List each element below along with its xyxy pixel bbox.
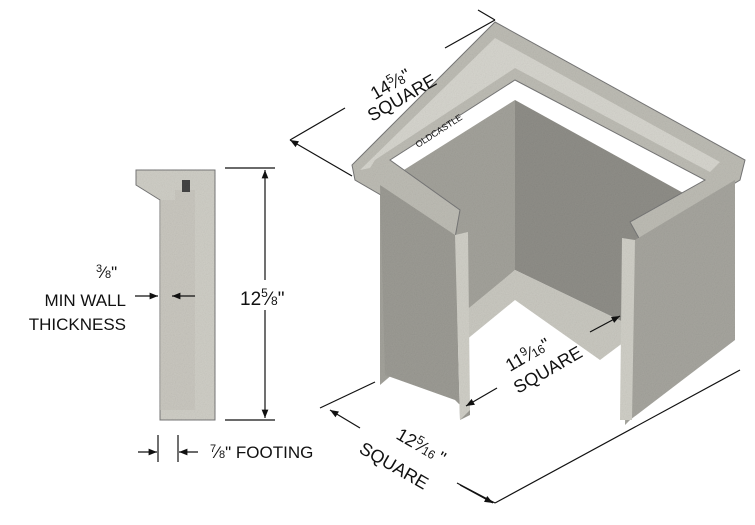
svg-text:7⁄8" FOOTING: 7⁄8" FOOTING (210, 443, 313, 462)
section-view (135, 169, 216, 421)
meter-box-isometric (351, 21, 746, 425)
svg-text:THICKNESS: THICKNESS (29, 315, 126, 334)
svg-text:3⁄8": 3⁄8" (96, 263, 117, 282)
dimension-min-wall: 3⁄8" MIN WALL THICKNESS (29, 263, 195, 334)
svg-text:MIN WALL: MIN WALL (44, 291, 126, 310)
dimension-footing: 7⁄8" FOOTING (138, 435, 313, 462)
svg-text:125⁄8": 125⁄8" (240, 286, 284, 310)
dimension-height: 125⁄8" (225, 167, 290, 421)
